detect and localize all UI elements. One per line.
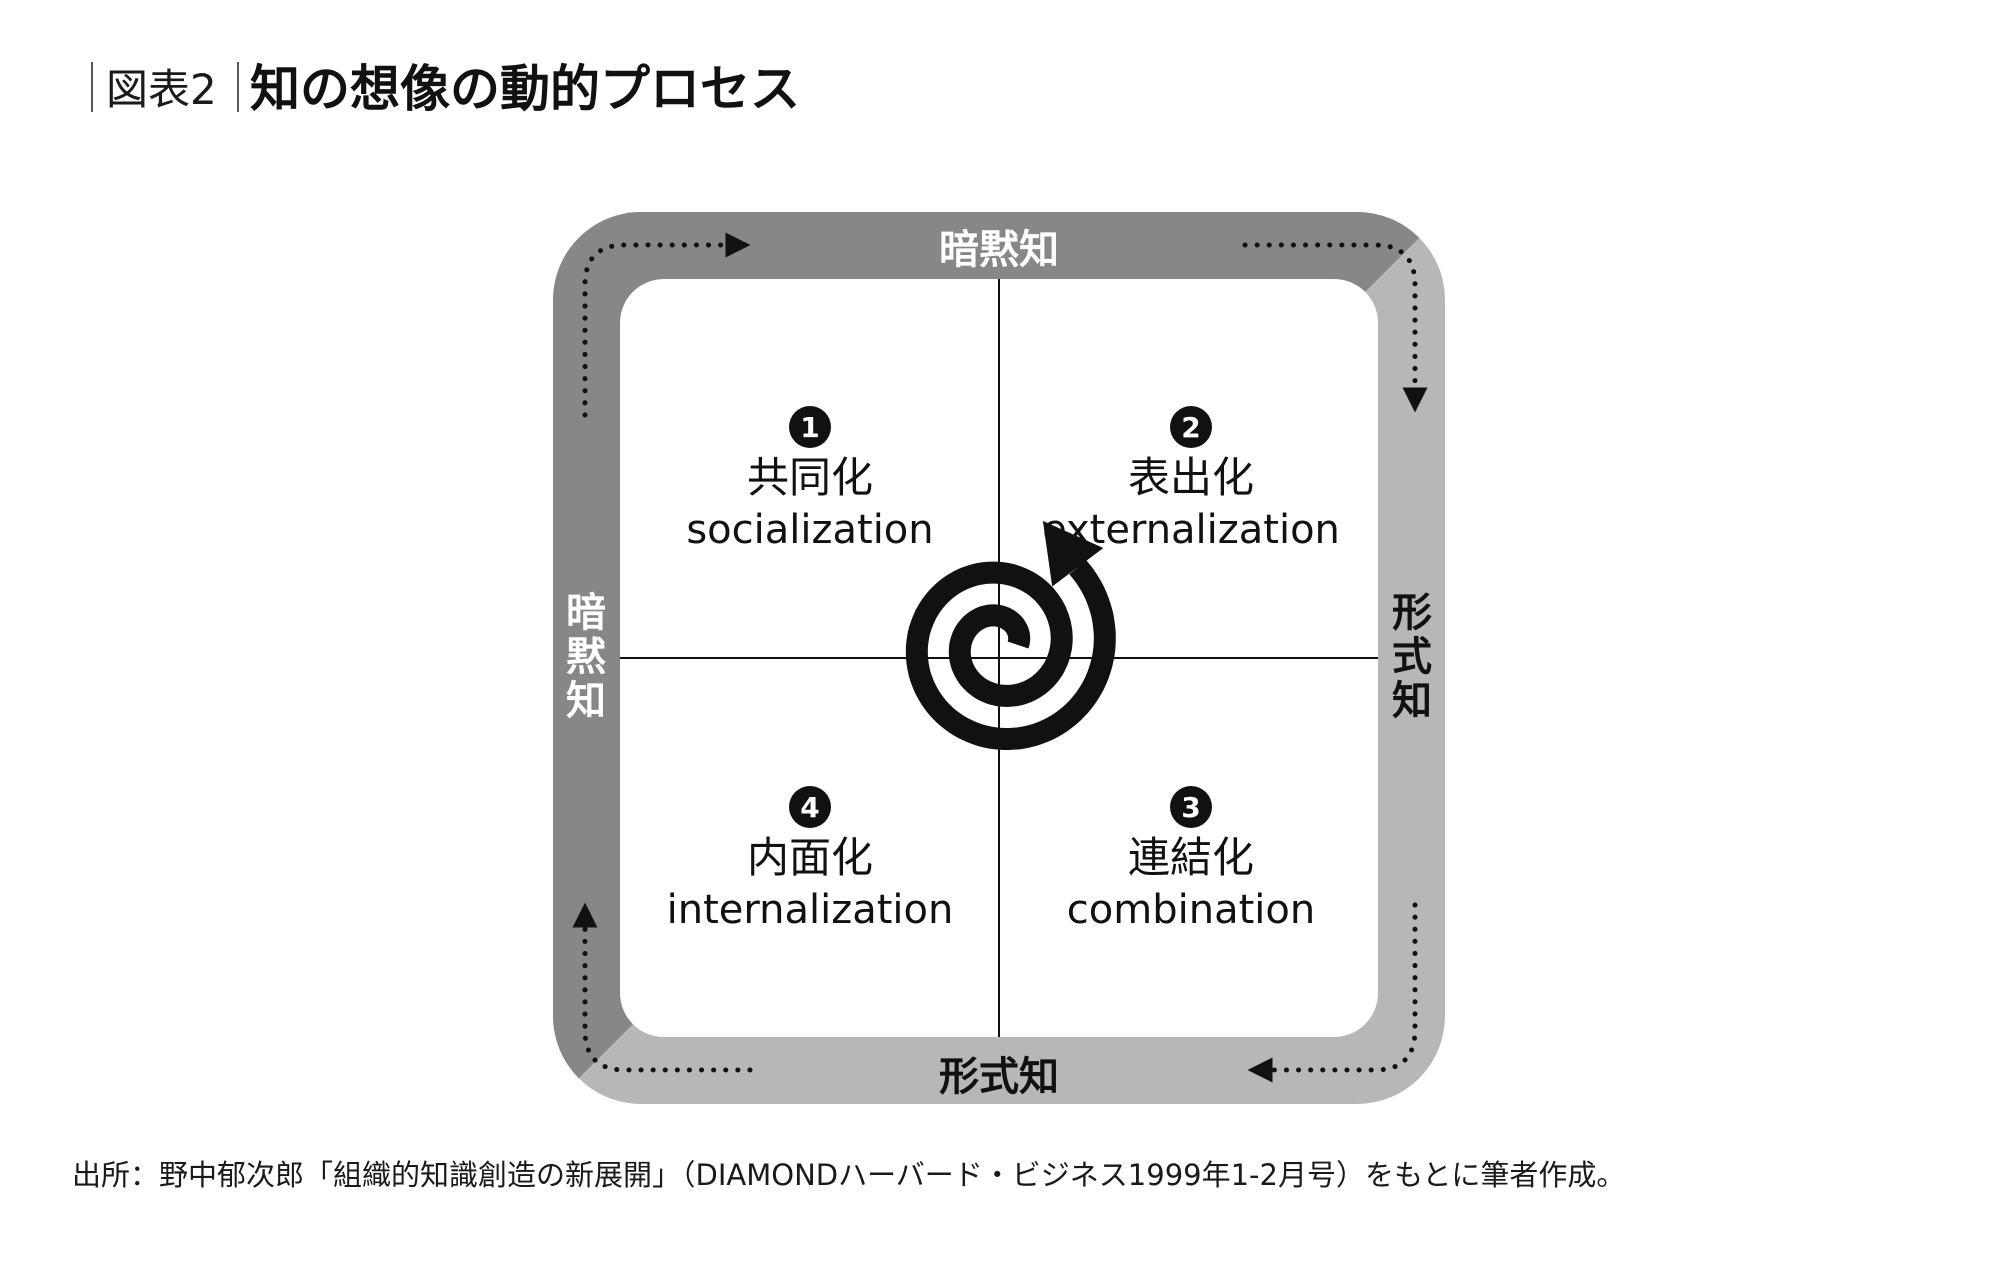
svg-text:形: 形 — [1392, 590, 1432, 636]
dotted-arrow-icon — [572, 902, 753, 1073]
quadrant-number: 2 — [1181, 411, 1200, 444]
quadrant-externalization: 2 表出化 externalization — [1042, 406, 1340, 553]
svg-text:知: 知 — [1392, 678, 1432, 724]
band-label-top: 暗黙知 — [939, 227, 1059, 273]
figure-tag: 図表2 — [106, 65, 217, 114]
quadrant-title-jp: 表出化 — [1128, 453, 1254, 502]
frame — [553, 212, 1445, 1104]
quadrant-title-en: combination — [1067, 887, 1315, 933]
quadrant-title-jp: 共同化 — [747, 453, 873, 502]
number-badge-icon — [1170, 786, 1212, 828]
svg-text:式: 式 — [1392, 634, 1432, 680]
dotted-arrow-icon — [1242, 242, 1428, 413]
quadrant-internalization: 4 内面化 internalization — [667, 786, 954, 933]
svg-text:知: 知 — [566, 678, 606, 724]
figure-title: 知の想像の動的プロセス — [250, 60, 800, 118]
band-label-left: 暗 黙 知 — [566, 590, 606, 724]
quadrant-title-en: externalization — [1042, 507, 1340, 553]
quadrant-title-en: internalization — [667, 887, 954, 933]
dotted-arrow-icon — [582, 232, 751, 418]
band-label-bottom: 形式知 — [939, 1054, 1059, 1100]
header: 図表2 知の想像の動的プロセス — [91, 60, 800, 118]
svg-text:暗: 暗 — [566, 590, 606, 636]
quadrant-number: 4 — [800, 791, 819, 824]
quadrant-number: 3 — [1181, 791, 1200, 824]
source-note: 出所：野中郁次郎「組織的知識創造の新展開」（DIAMONDハーバード・ビジネス1… — [72, 1158, 1625, 1192]
number-badge-icon — [1170, 406, 1212, 448]
quadrant-title-jp: 連結化 — [1128, 833, 1254, 882]
quadrant-combination: 3 連結化 combination — [1067, 786, 1315, 933]
spiral-arrow-icon — [905, 520, 1116, 750]
number-badge-icon — [789, 786, 831, 828]
number-badge-icon — [789, 406, 831, 448]
band-label-right: 形 式 知 — [1392, 590, 1432, 724]
quadrant-title-en: socialization — [686, 507, 933, 553]
quadrant-number: 1 — [800, 411, 819, 444]
dotted-arrow-icon — [1247, 902, 1418, 1083]
svg-text:黙: 黙 — [566, 634, 606, 680]
quadrant-socialization: 1 共同化 socialization — [686, 406, 934, 553]
quadrant-title-jp: 内面化 — [747, 833, 873, 882]
